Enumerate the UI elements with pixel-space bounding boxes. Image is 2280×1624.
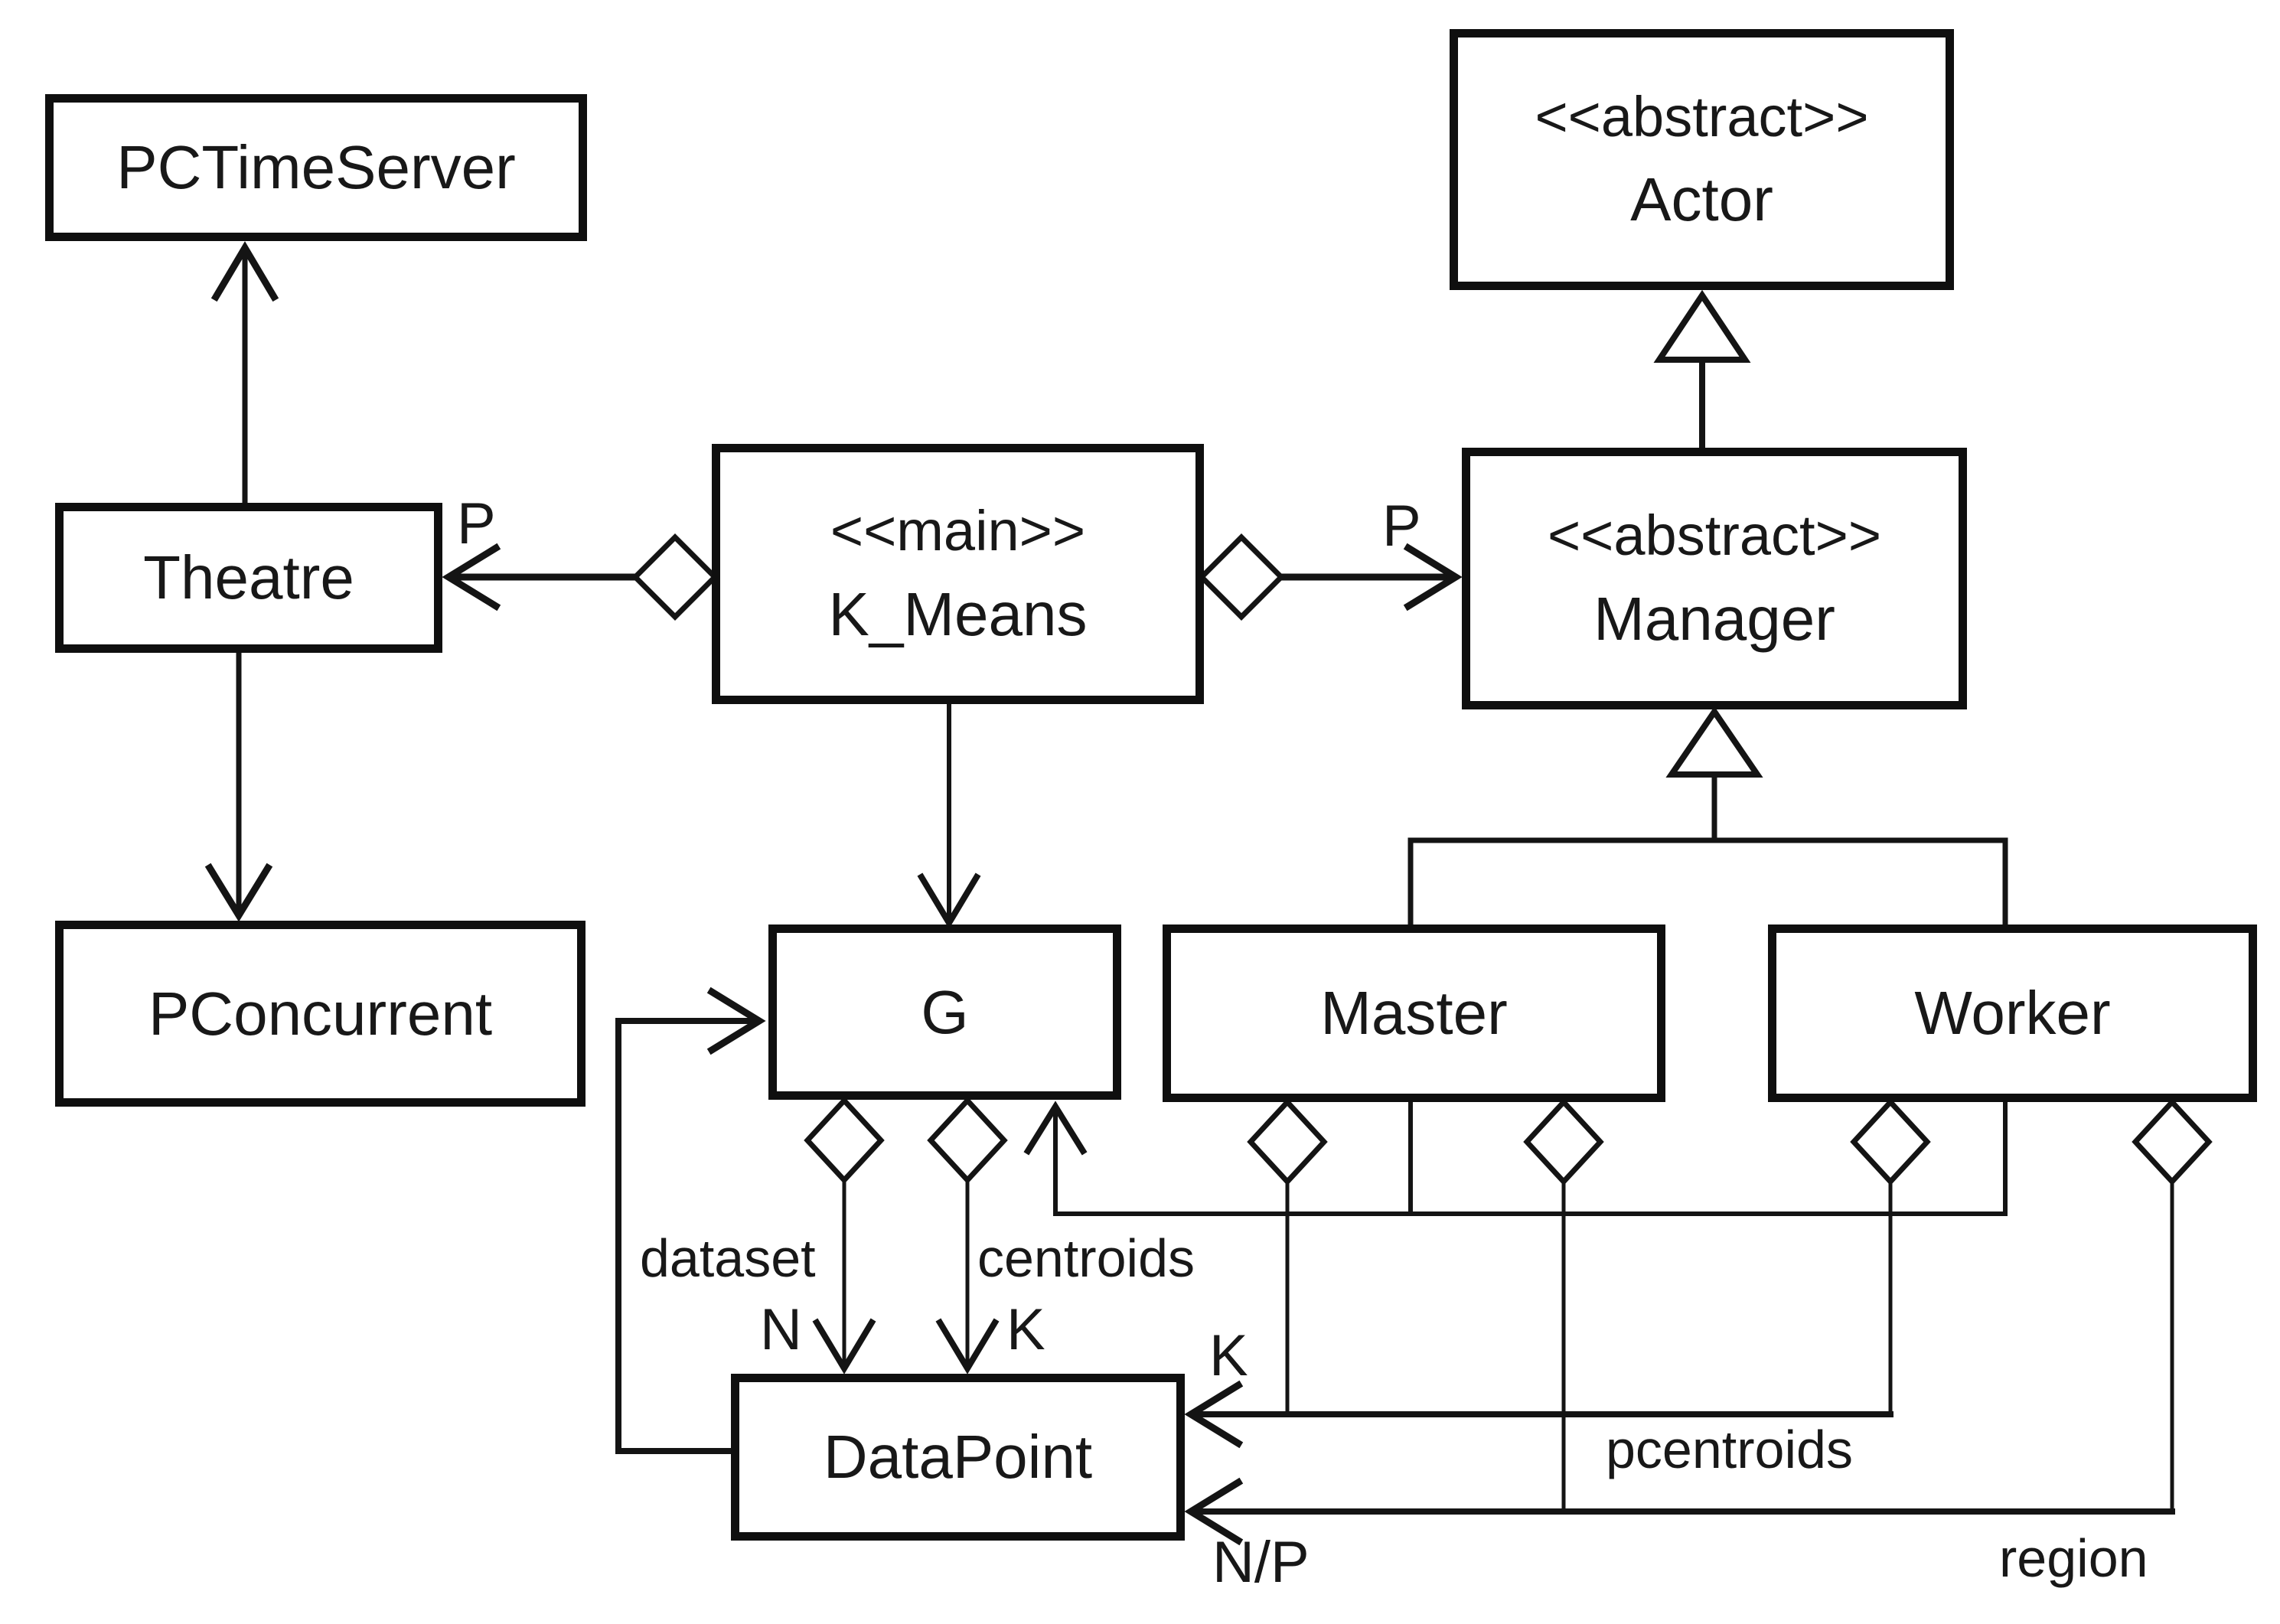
class-box-master: Master [1163,925,1665,1102]
class-name: Master [1320,979,1508,1047]
edge-label-p-theatre: P [457,491,496,556]
class-name: Actor [1630,165,1773,234]
edge-master-worker-to-manager-generalization [1407,706,2008,932]
edge-master-worker-to-datapoint-k [1184,1097,1931,1449]
class-stereotype: <<abstract>> [1547,504,1882,568]
edge-label-pcentroids: pcentroids [1606,1420,1853,1479]
edge-theatre-to-pctimeserver [210,241,279,508]
class-box-datapoint: DataPoint [731,1374,1185,1541]
class-box-g: G [768,925,1121,1100]
class-name: DataPoint [823,1423,1093,1491]
class-stereotype: <<main>> [830,499,1086,563]
class-box-theatre: Theatre [55,503,442,653]
edge-g-dataset-to-datapoint [804,1096,885,1375]
class-name: K_Means [828,579,1088,648]
edge-kmeans-to-manager [1198,533,1463,621]
class-name: PCTimeServer [116,133,516,201]
aggregation-diamond [1850,1097,1931,1186]
edge-label-centroids: centroids [977,1228,1195,1288]
edge-kmeans-to-theatre [442,533,719,621]
edge-label-n: N [760,1297,802,1362]
edge-manager-to-actor-generalization [1653,289,1751,452]
edge-g-centroids-to-datapoint [927,1096,1008,1375]
class-box-worker: Worker [1768,925,2257,1102]
edge-label-p-manager: P [1382,494,1421,559]
edge-label-k-datapoint: K [1209,1323,1248,1388]
generalization-triangle [1653,289,1751,363]
class-name: PConcurrent [148,979,493,1048]
edge-label-dataset: dataset [640,1228,816,1288]
class-box-pctimeserver: PCTimeServer [45,94,587,241]
edge-kmeans-to-g [917,703,981,929]
class-box-manager: <<abstract>> Manager [1462,448,1967,709]
class-name: Worker [1914,979,2111,1047]
aggregation-diamond [631,533,719,621]
aggregation-diamond [1247,1097,1328,1186]
edge-datapoint-to-g [615,986,766,1454]
class-box-actor: <<abstract>> Actor [1450,29,1954,290]
class-name: Manager [1593,584,1835,653]
aggregation-diamond [804,1096,885,1185]
edge-master-worker-to-datapoint-np [1184,1097,2213,1546]
class-name: G [921,977,969,1046]
class-box-kmeans: <<main>> K_Means [712,444,1204,704]
class-stereotype: <<abstract>> [1535,84,1869,148]
aggregation-diamond [1523,1097,1604,1186]
aggregation-diamond [2132,1097,2213,1186]
class-name: Theatre [143,543,354,611]
edge-master-worker-to-g [1023,1101,2008,1216]
generalization-triangle [1665,706,1763,778]
edge-label-region: region [1999,1528,2148,1588]
edge-label-k-centroids: K [1006,1297,1045,1362]
aggregation-diamond [1198,533,1285,621]
class-box-pconcurrent: PConcurrent [55,921,585,1107]
edge-theatre-to-pconcurrent [204,651,273,922]
edge-label-np: N/P [1212,1530,1310,1595]
aggregation-diamond [927,1096,1008,1185]
